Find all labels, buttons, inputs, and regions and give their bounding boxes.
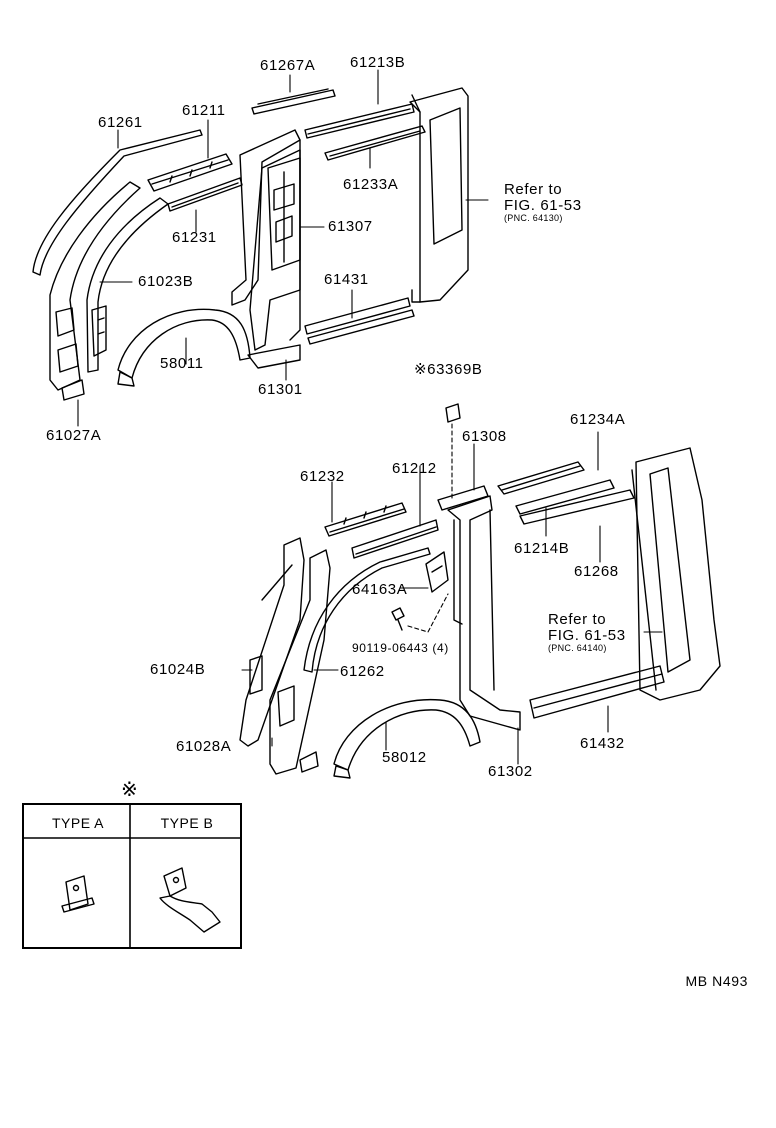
label-61023B: 61023B xyxy=(138,273,194,290)
legend-type-a: TYPE A xyxy=(51,815,105,831)
drawing-code: MB N493 xyxy=(685,973,748,989)
dashed-lines xyxy=(408,424,452,632)
type-b-clip-icon xyxy=(160,868,220,932)
part-61232 xyxy=(325,503,406,536)
label-90119-06443: 90119-06443 (4) xyxy=(352,642,449,654)
reference-pnc: (PNC. 64140) xyxy=(548,642,607,653)
label-61301: 61301 xyxy=(258,381,303,398)
part-58011 xyxy=(118,309,250,386)
type-legend-box: TYPE A TYPE B xyxy=(22,803,242,949)
part-61027A xyxy=(50,182,140,400)
label-61234A: 61234A xyxy=(570,411,626,428)
part-61302 xyxy=(448,496,520,730)
part-61213B xyxy=(305,104,414,138)
label-90119-part: 90119-06443 xyxy=(352,641,429,655)
label-61028A: 61028A xyxy=(176,738,232,755)
label-61431: 61431 xyxy=(324,271,369,288)
part-61211 xyxy=(148,154,232,191)
reference-pnc: (PNC. 64130) xyxy=(504,212,563,223)
label-61267A: 61267A xyxy=(260,57,316,74)
legend-type-b: TYPE B xyxy=(160,815,214,831)
label-61233A: 61233A xyxy=(343,176,399,193)
label-61027A: 61027A xyxy=(46,427,102,444)
label-64163A: 64163A xyxy=(352,581,408,598)
reference-line1: Refer to xyxy=(548,611,607,628)
legend-symbol: ※ xyxy=(121,779,138,801)
part-61261 xyxy=(33,130,202,275)
part-90119-06443 xyxy=(392,608,404,630)
legend-grid xyxy=(22,803,242,949)
label-90119-qty: (4) xyxy=(432,641,449,655)
rear-quarter-panel-upper xyxy=(410,88,468,302)
leader-lines xyxy=(78,70,662,764)
label-61262: 61262 xyxy=(340,663,385,680)
part-63369B xyxy=(446,404,460,422)
label-63369B: ※63369B xyxy=(414,362,483,377)
part-61233A xyxy=(325,126,425,160)
label-61307: 61307 xyxy=(328,218,373,235)
type-a-clip-icon xyxy=(62,876,94,912)
part-61301 xyxy=(232,130,300,368)
part-61028A xyxy=(270,550,330,774)
part-61431 xyxy=(305,298,414,344)
label-61214B: 61214B xyxy=(514,540,570,557)
label-61211: 61211 xyxy=(182,102,226,119)
label-61232: 61232 xyxy=(300,468,345,485)
reference-line1: Refer to xyxy=(504,181,563,198)
part-61214B xyxy=(516,480,614,514)
reference-note-lower: Refer to FIG. 61-53 (PNC. 64140) xyxy=(548,612,626,653)
label-61268: 61268 xyxy=(574,563,619,580)
reference-note-upper: Refer to FIG. 61-53 (PNC. 64130) xyxy=(504,182,582,223)
label-58011: 58011 xyxy=(160,355,204,372)
part-61268 xyxy=(520,490,634,524)
label-58012: 58012 xyxy=(382,749,427,766)
part-61212 xyxy=(352,520,438,558)
part-61024B xyxy=(240,538,304,746)
reference-line2: FIG. 61-53 xyxy=(504,196,582,214)
label-61308: 61308 xyxy=(462,428,507,445)
part-61307 xyxy=(268,158,300,270)
label-61432: 61432 xyxy=(580,735,625,752)
reference-line2: FIG. 61-53 xyxy=(548,626,626,644)
label-61231: 61231 xyxy=(172,229,217,246)
part-61262 xyxy=(304,548,430,672)
part-64163A xyxy=(426,552,448,592)
marker-symbol: ※ xyxy=(414,361,428,378)
part-61308 xyxy=(438,486,488,510)
label-61024B: 61024B xyxy=(150,661,206,678)
label-61302: 61302 xyxy=(488,763,533,780)
label-63369B-text: 63369B xyxy=(427,361,483,378)
part-61267A xyxy=(252,89,335,114)
part-58012 xyxy=(334,700,480,778)
part-61432 xyxy=(530,666,664,718)
part-61234A xyxy=(498,462,584,494)
part-61023B xyxy=(87,198,168,372)
rear-quarter-panel-lower xyxy=(632,448,720,700)
label-61212: 61212 xyxy=(392,460,437,477)
label-61213B: 61213B xyxy=(350,54,406,71)
label-61261: 61261 xyxy=(98,114,143,131)
